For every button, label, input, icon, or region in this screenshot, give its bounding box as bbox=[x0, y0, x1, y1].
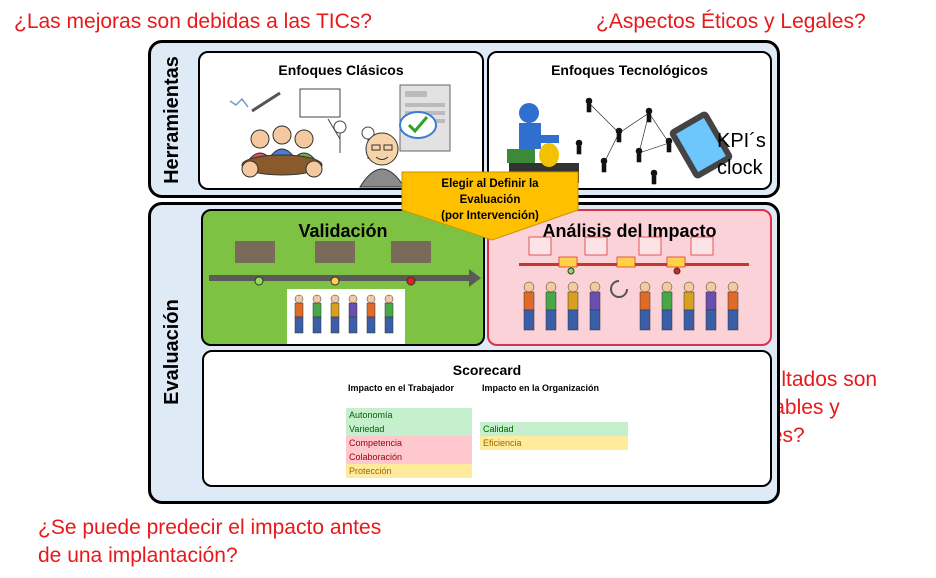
validation-panel: Validación bbox=[201, 209, 485, 346]
organization-impact-header: Impacto en la Organización bbox=[482, 383, 600, 393]
impact-note bbox=[558, 256, 578, 268]
scorecard-panel: Scorecard Impacto en el Trabajador Impac… bbox=[202, 350, 772, 487]
worker-impact-header: Impacto en el Trabajador bbox=[348, 383, 455, 393]
scorecard-item-eficiencia: Eficiencia bbox=[480, 436, 628, 450]
arrow-text: Elegir al Definir la Evaluación (por Int… bbox=[396, 176, 584, 224]
timeline-arrow bbox=[209, 269, 481, 287]
classic-approaches-illustration bbox=[229, 84, 451, 188]
checkmark-bubble-icon bbox=[399, 111, 437, 139]
milestone-marker bbox=[567, 267, 575, 275]
scorecard-item-colaboracion: Colaboración bbox=[346, 450, 472, 464]
tech-approaches-panel: Enfoques Tecnológicos bbox=[487, 51, 772, 190]
tech-approaches-title: Enfoques Tecnológicos bbox=[551, 62, 708, 78]
scorecard-item-variedad: Variedad bbox=[346, 422, 472, 436]
meeting-people-icon bbox=[241, 125, 323, 178]
impact-analysis-title: Análisis del Impacto bbox=[542, 221, 717, 241]
classic-approaches-panel: Enfoques Clásicos bbox=[198, 51, 484, 190]
milestone-marker bbox=[673, 267, 681, 275]
cycle-arrow-icon bbox=[610, 280, 628, 298]
scorecard-item-autonomia: Autonomía bbox=[346, 408, 472, 422]
presenter-sketch-icon bbox=[299, 88, 375, 159]
impact-note bbox=[638, 236, 662, 256]
photo-thumbnail bbox=[391, 241, 431, 263]
validation-timeline bbox=[209, 241, 481, 344]
photo-thumbnail bbox=[315, 241, 355, 263]
scorecard-title: Scorecard bbox=[452, 362, 522, 378]
question-tics: ¿Las mejoras son debidas a las TICs? bbox=[14, 10, 372, 33]
tablet-icon bbox=[669, 111, 733, 179]
evaluation-section-label: Evaluación bbox=[161, 299, 183, 405]
arrow-line-1: Elegir al Definir la bbox=[441, 178, 539, 190]
pen-icon bbox=[229, 91, 281, 113]
workers-group-icon bbox=[523, 280, 739, 331]
impact-note bbox=[690, 236, 714, 256]
impact-analysis-panel: Análisis del Impacto bbox=[487, 209, 772, 346]
impact-timeline bbox=[519, 236, 749, 331]
tools-section-label: Herramientas bbox=[161, 56, 183, 184]
arrow-line-2: Evaluación bbox=[459, 194, 521, 206]
arrow-line-3: (por Intervención) bbox=[441, 210, 539, 222]
milestone-marker bbox=[330, 276, 340, 286]
photo-thumbnail bbox=[235, 241, 275, 263]
workers-group-icon bbox=[287, 289, 405, 344]
impact-note bbox=[666, 256, 686, 268]
scorecard-item-calidad: Calidad bbox=[480, 422, 628, 436]
validation-title: Validación bbox=[298, 221, 388, 241]
milestone-marker bbox=[254, 276, 264, 286]
network-people-icon bbox=[575, 97, 673, 185]
milestone-marker bbox=[406, 276, 416, 286]
timeline-line bbox=[519, 236, 749, 275]
down-arrow-icon bbox=[401, 171, 579, 241]
kpi-clock-label: KPI´s clock bbox=[717, 130, 766, 179]
question-predict: ¿Se puede predecir el impacto antes de u… bbox=[38, 516, 382, 567]
scorecard-item-competencia: Competencia bbox=[346, 436, 472, 450]
tech-approaches-illustration bbox=[507, 97, 733, 185]
impact-note bbox=[584, 236, 608, 256]
choose-evaluation-arrow: Elegir al Definir la Evaluación (por Int… bbox=[396, 170, 584, 242]
scorecard-item-proteccion: Protección bbox=[346, 464, 472, 478]
impact-note bbox=[528, 236, 552, 256]
question-ethics: ¿Aspectos Éticos y Legales? bbox=[596, 10, 866, 33]
classic-approaches-title: Enfoques Clásicos bbox=[278, 62, 404, 78]
smiling-man-icon bbox=[359, 132, 405, 188]
impact-note bbox=[616, 256, 636, 268]
